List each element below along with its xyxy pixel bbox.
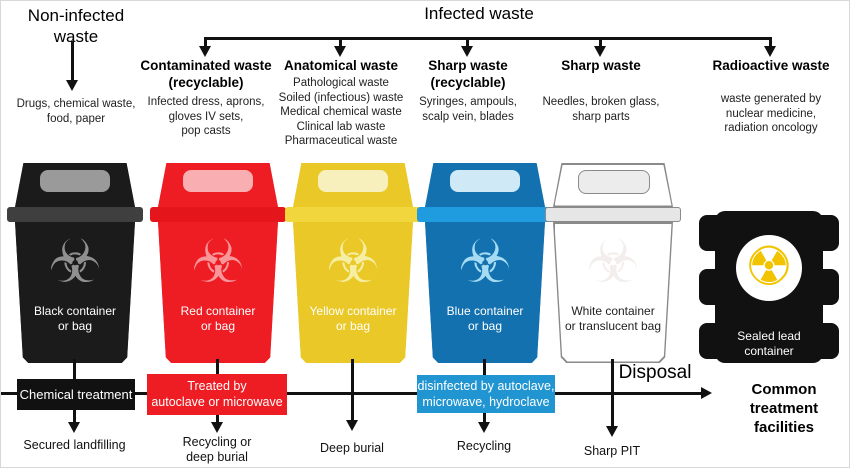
non-infected-arrow-line <box>71 41 74 81</box>
bin-body: ☣ White container or translucent bag <box>553 222 673 363</box>
biohazard-icon: ☣ <box>586 227 640 297</box>
branch-arrow-line <box>769 37 772 47</box>
bin-lid <box>293 163 413 207</box>
branch-arrow-head <box>764 46 776 57</box>
lead-label: Sealed lead container <box>737 329 801 358</box>
infected-waste-title: Infected waste <box>424 4 534 23</box>
autoclave-treatment-box: Treated by autoclave or microwave <box>147 374 287 415</box>
bin-body-fill <box>15 222 135 363</box>
bin-label: White container or translucent bag <box>564 304 662 333</box>
bin-body-fill <box>158 222 278 363</box>
bin-label: Blue container or bag <box>446 304 524 333</box>
autoclave-out-line <box>216 415 219 423</box>
disinfect-treatment-box: disinfected by autoclave, microwave, hyd… <box>417 375 555 413</box>
infected-branch-line <box>205 37 772 40</box>
non-infected-desc: Drugs, chemical waste, food, paper <box>16 98 136 125</box>
branch-arrow-head <box>461 46 473 57</box>
category-desc-contaminated: Infected dress, aprons, gloves IV sets, … <box>147 96 265 137</box>
bin-band <box>417 207 553 222</box>
bin-body: ☣ Red container or bag <box>158 222 278 363</box>
biohazard-icon: ☣ <box>48 227 102 297</box>
category-title-sharp-recyclable: Sharp waste (recyclable) <box>428 58 508 90</box>
branch-arrow-head <box>334 46 346 57</box>
bin-lid <box>15 163 135 207</box>
common-treatment-label: Common treatment facilities <box>749 381 819 436</box>
blue-bin-connector <box>483 359 486 378</box>
bin-band <box>150 207 286 222</box>
disposal-line <box>1 392 703 395</box>
branch-arrow-line <box>339 37 342 47</box>
biohazard-icon: ☣ <box>458 227 512 297</box>
category-title-anatomical: Anatomical waste <box>283 58 399 73</box>
outcome-sharp-pit: Sharp PIT <box>583 444 641 458</box>
bin-label: Black container or bag <box>33 304 117 333</box>
black-bin-connector <box>73 359 76 381</box>
sealed-lead-container: ☢ Sealed lead container <box>699 211 839 363</box>
bin-white-container: ☣ White container or translucent bag <box>545 163 681 363</box>
yellow-bin-connector <box>351 359 354 421</box>
branch-arrow-head <box>594 46 606 57</box>
bin-black-container: ☣ Black container or bag <box>7 163 143 363</box>
category-title-contaminated: Contaminated waste (recyclable) <box>140 58 272 90</box>
bin-flap-opening <box>40 170 110 192</box>
bin-band <box>545 207 681 222</box>
biohazard-icon: ☣ <box>191 227 245 297</box>
outcome-secured-landfilling: Secured landfilling <box>23 438 126 452</box>
bin-body: ☣ Blue container or bag <box>425 222 545 363</box>
branch-arrow-line <box>466 37 469 47</box>
outcome-recycling-deep-burial: Recycling or deep burial <box>182 435 252 464</box>
category-title-sharp: Sharp waste <box>561 58 641 73</box>
chemical-treatment-box: Chemical treatment <box>17 379 135 410</box>
category-desc-sharp: Needles, broken glass, sharp parts <box>542 96 660 123</box>
branch-arrow-line <box>599 37 602 47</box>
bin-body: ☣ Black container or bag <box>15 222 135 363</box>
category-title-radioactive: Radioactive waste <box>712 58 830 73</box>
bin-body-fill <box>425 222 545 363</box>
non-infected-waste-title: Non-infected waste <box>27 6 125 46</box>
disinfect-out-arrow <box>478 422 490 433</box>
bin-body-fill <box>554 223 672 362</box>
radiation-icon: ☢ <box>744 234 794 298</box>
branch-arrow-head <box>199 46 211 57</box>
bin-flap-opening <box>318 170 388 192</box>
bin-band <box>7 207 143 222</box>
chemical-out-arrow <box>68 422 80 433</box>
bin-lid <box>553 163 673 207</box>
bin-body-fill <box>293 222 413 363</box>
bin-red-container: ☣ Red container or bag <box>150 163 286 363</box>
autoclave-out-arrow <box>211 422 223 433</box>
disinfect-out-line <box>483 413 486 423</box>
bin-label: Red container or bag <box>180 304 256 333</box>
bin-body: ☣ Yellow container or bag <box>293 222 413 363</box>
disposal-arrow-head <box>701 387 712 399</box>
outcome-recycling: Recycling <box>456 439 512 453</box>
yellow-arrow-head <box>346 420 358 431</box>
category-desc-radioactive: waste generated by nuclear medicine, rad… <box>720 93 822 134</box>
branch-arrow-line <box>204 37 207 47</box>
bin-band <box>285 207 421 222</box>
non-infected-arrow-head <box>66 80 78 91</box>
white-arrow-head <box>606 426 618 437</box>
bin-blue-container: ☣ Blue container or bag <box>417 163 553 363</box>
bin-flap-opening <box>450 170 520 192</box>
disposal-label: Disposal <box>618 362 692 383</box>
radiation-symbol-circle: ☢ <box>736 235 802 301</box>
biohazard-icon: ☣ <box>326 227 380 297</box>
bin-flap-opening <box>183 170 253 192</box>
category-desc-sharp-recyclable: Syringes, ampouls, scalp vein, blades <box>419 96 517 123</box>
bin-flap-opening <box>578 170 650 194</box>
bin-label: Yellow container or bag <box>309 304 397 333</box>
red-bin-connector <box>216 359 219 377</box>
bin-yellow-container: ☣ Yellow container or bag <box>285 163 421 363</box>
outcome-deep-burial: Deep burial <box>320 441 384 455</box>
chemical-out-line <box>73 410 76 423</box>
bin-lid <box>425 163 545 207</box>
bin-lid <box>158 163 278 207</box>
category-desc-anatomical: Pathological waste Soiled (infectious) w… <box>278 77 404 147</box>
